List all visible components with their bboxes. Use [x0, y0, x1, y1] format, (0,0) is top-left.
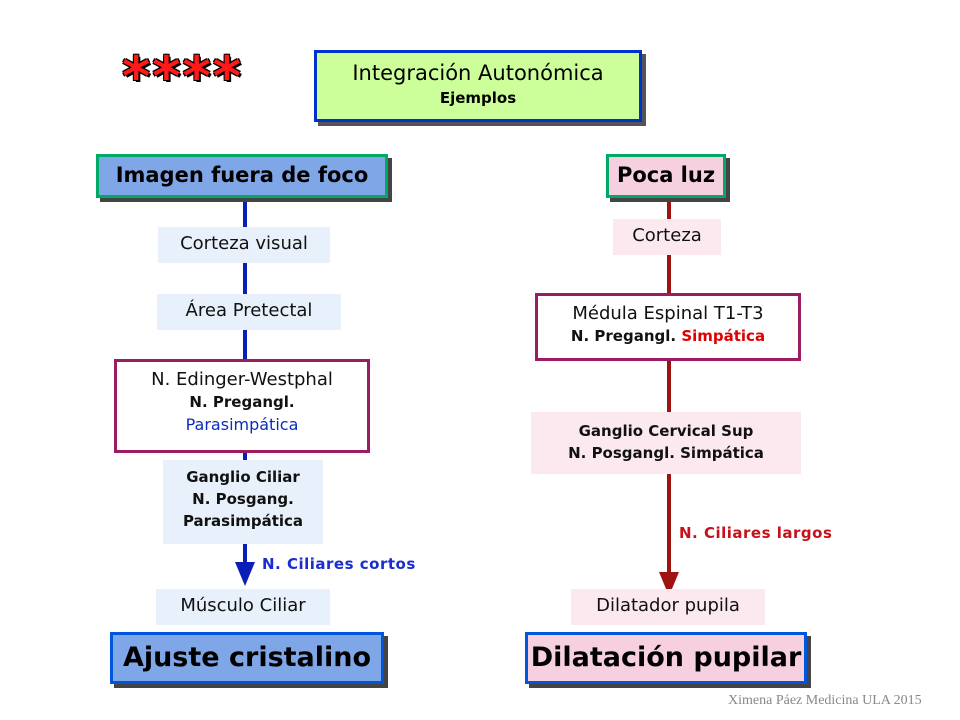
ganglio-ciliar-type: N. Posgang.: [192, 490, 294, 508]
left-arrowhead: [235, 562, 255, 586]
left-heading-box: Imagen fuera de foco: [96, 154, 388, 198]
left-result-box: Ajuste cristalino: [110, 632, 384, 684]
medula-espinal-type: N. Pregangl. Simpática: [538, 326, 798, 347]
title-box: Integración Autonómica Ejemplos: [314, 50, 642, 122]
node-edinger-westphal: N. Edinger-Westphal N. Pregangl. Parasim…: [114, 359, 370, 453]
ganglio-cervical-type: N. Posgangl. Simpática: [568, 444, 764, 462]
medula-espinal-name: Médula Espinal T1-T3: [572, 303, 764, 324]
node-corteza-visual: Corteza visual: [158, 227, 330, 263]
node-corteza: Corteza: [613, 219, 721, 255]
node-musculo-ciliar: Músculo Ciliar: [156, 589, 330, 625]
ganglio-cervical-name: Ganglio Cervical Sup: [578, 422, 754, 440]
edge-label-ciliares-largos: N. Ciliares largos: [679, 524, 833, 542]
edge-label-ciliares-cortos: N. Ciliares cortos: [262, 555, 416, 573]
diagram-subtitle: Ejemplos: [439, 89, 517, 107]
medula-espinal-neuron: N. Pregangl.: [570, 327, 677, 345]
author-credit: Ximena Páez Medicina ULA 2015: [728, 693, 922, 708]
medula-espinal-division: Simpática: [681, 327, 766, 345]
node-dilatador-pupila: Dilatador pupila: [571, 589, 765, 625]
right-result-box: Dilatación pupilar: [525, 632, 807, 684]
node-area-pretectal: Área Pretectal: [157, 294, 341, 330]
edinger-westphal-type: N. Pregangl.: [189, 393, 295, 411]
diagram-title: Integración Autonómica: [352, 61, 604, 85]
ganglio-ciliar-name: Ganglio Ciliar: [186, 468, 300, 486]
right-heading-box: Poca luz: [606, 154, 726, 198]
right-connector-line: [667, 197, 671, 577]
node-ganglio-ciliar: Ganglio Ciliar N. Posgang. Parasimpática: [163, 460, 323, 544]
node-ganglio-cervical: Ganglio Cervical Sup N. Posgangl. Simpát…: [531, 412, 801, 474]
node-medula-espinal: Médula Espinal T1-T3 N. Pregangl. Simpát…: [535, 293, 801, 361]
edinger-westphal-division: Parasimpática: [185, 415, 299, 434]
stars-decoration: ****: [122, 45, 243, 108]
right-arrowhead: [659, 572, 679, 596]
edinger-westphal-name: N. Edinger-Westphal: [151, 369, 333, 390]
ganglio-ciliar-division: Parasimpática: [182, 512, 304, 530]
